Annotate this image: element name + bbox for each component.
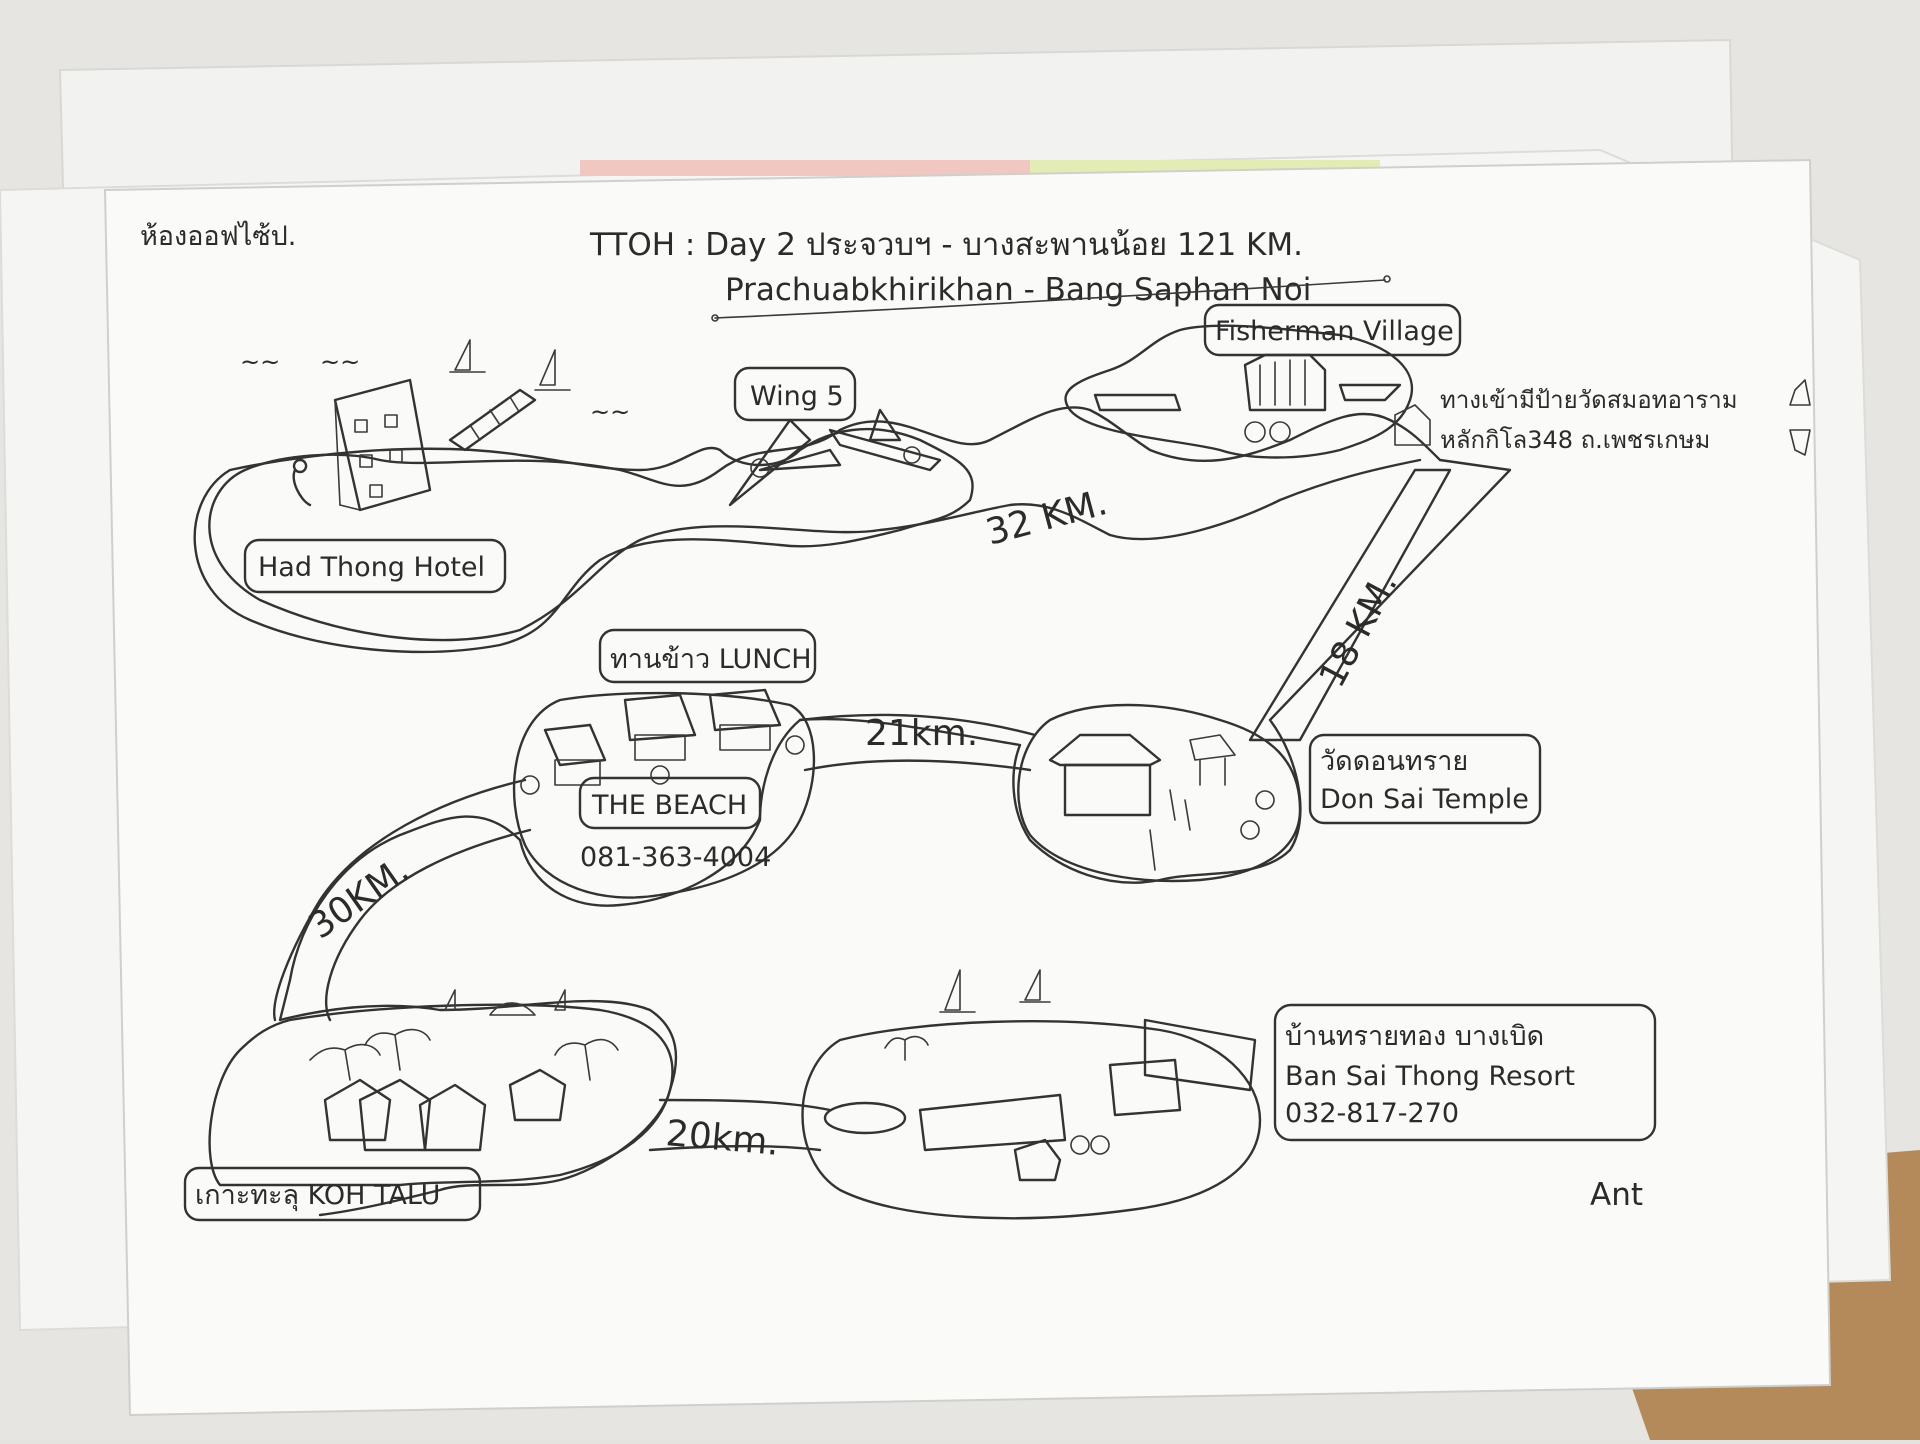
underline-dot-2 <box>1383 275 1391 283</box>
resort-label-th: บ้านทรายทอง บางเบิด <box>1285 1021 1544 1052</box>
road-to-temple <box>1248 468 1452 742</box>
wing5-label: Wing 5 <box>750 381 844 412</box>
wing5-label-bubble: Wing 5 <box>733 366 857 422</box>
temple-region <box>1017 703 1302 883</box>
hotel-region <box>193 427 974 654</box>
lunch-label: ทานข้าว LUNCH <box>610 644 812 675</box>
beach-label-bubble: THE BEACH <box>578 776 762 830</box>
temple-label-th: วัดดอนทราย <box>1320 746 1468 777</box>
resort-drawing <box>823 969 1257 1182</box>
waves: ~~ <box>240 348 280 376</box>
distance-21km: 21km. <box>865 713 978 754</box>
koh-talu-label: เกาะทะลุ KOH TALU <box>195 1180 440 1212</box>
hotel-label-bubble: Had Thong Hotel <box>243 538 507 594</box>
resort-label-en: Ban Sai Thong Resort <box>1285 1061 1575 1092</box>
title-line-1: TTOH : Day 2 ประจวบฯ - บางสะพานน้อย 121 … <box>589 227 1303 263</box>
thumb-icon <box>1789 379 1811 456</box>
koh-talu-drawing <box>309 989 619 1152</box>
waves-3: ~~ <box>590 398 630 426</box>
beach-phone: 081-363-4004 <box>580 842 771 873</box>
corner-note: ห้องออฟไซ้ป. <box>140 221 296 252</box>
waves-2: ~~ <box>320 348 360 376</box>
route-road-outline <box>208 406 1512 1217</box>
temple-label-bubble: วัดดอนทราย Don Sai Temple <box>1308 733 1542 825</box>
beach-region <box>512 691 816 899</box>
beach-label: THE BEACH <box>591 790 747 821</box>
road-koh-talu-to-resort <box>648 1098 832 1152</box>
wing5-jets-drawing <box>728 408 942 507</box>
lunch-label-bubble: ทานข้าว LUNCH <box>598 628 817 684</box>
main-sheet <box>103 158 1832 1417</box>
fisherman-region <box>1064 324 1413 459</box>
fisherman-sign-icon <box>1394 404 1431 446</box>
fisherman-label: Fisherman Village <box>1215 316 1454 347</box>
road-temple-to-beach <box>798 713 1037 772</box>
fisherman-note-2: หลักกิโล348 ถ.เพชรเกษม <box>1440 426 1710 454</box>
road-beach-to-koh-talu <box>273 778 532 1022</box>
beach-huts-drawing <box>520 688 805 795</box>
resort-label-bubble: บ้านทรายทอง บางเบิด Ban Sai Thong Resort… <box>1273 1003 1657 1142</box>
fisherman-label-bubble: Fisherman Village <box>1203 303 1462 357</box>
koh-talu-region <box>208 1003 674 1187</box>
resort-phone: 032-817-270 <box>1285 1098 1459 1129</box>
signature: Ant <box>1590 1177 1643 1213</box>
temple-label-en: Don Sai Temple <box>1320 784 1529 815</box>
title-underline <box>714 279 1386 319</box>
koh-talu-label-bubble: เกาะทะลุ KOH TALU <box>183 1166 482 1222</box>
underline-dot <box>711 314 719 322</box>
resort-region <box>801 1020 1262 1220</box>
distance-20km: 20km. <box>664 1113 780 1164</box>
temple-drawing <box>1048 733 1275 871</box>
fisherman-note-1: ทางเข้ามีป้ายวัดสมอทอาราม <box>1440 386 1738 414</box>
hotel-building-drawing: ~~ ~~ ~~ <box>240 339 630 512</box>
hotel-label: Had Thong Hotel <box>258 552 485 583</box>
